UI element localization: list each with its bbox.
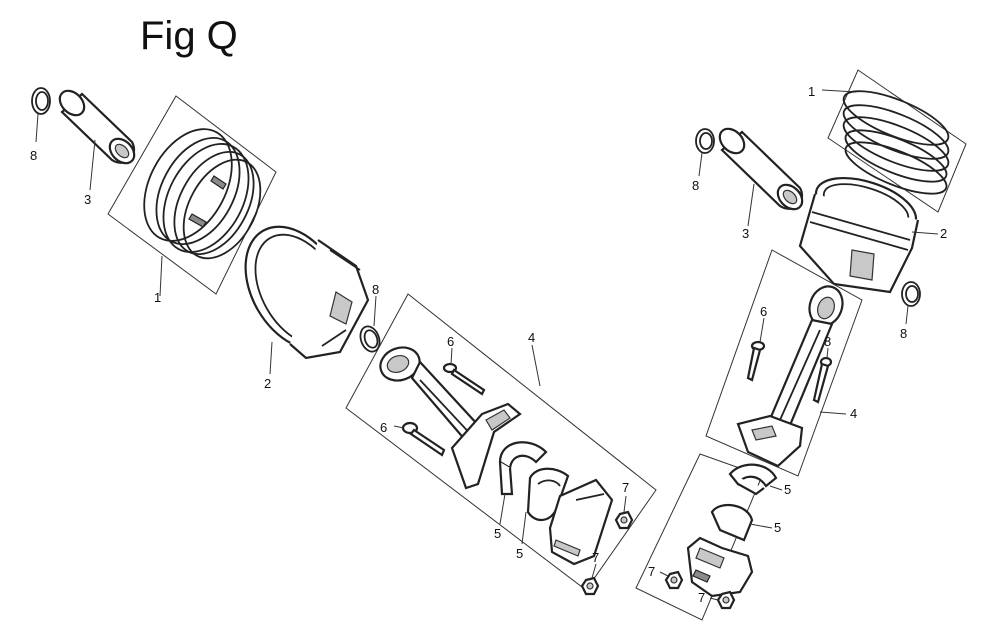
callout-4-left: 4	[528, 330, 535, 345]
callout-6-left-lower: 6	[380, 420, 387, 435]
callout-8-right-mid: 8	[900, 326, 907, 341]
callout-5-right-lower: 5	[774, 520, 781, 535]
callout-8-right-top: 8	[692, 178, 699, 193]
callout-2-right: 2	[940, 226, 947, 241]
callout-7-right-bottom: 7	[698, 590, 705, 605]
piston-part-left	[244, 225, 370, 375]
callout-5-left-lower: 5	[516, 546, 523, 561]
callout-1-left: 1	[154, 290, 161, 305]
figure-title: Fig Q	[140, 14, 238, 58]
connecting-rod-assembly-part-right	[705, 249, 863, 477]
bearing-and-cap-part-right	[635, 453, 783, 621]
callout-4-right: 4	[850, 406, 857, 421]
callout-7-left-lower: 7	[592, 550, 599, 565]
callout-5-right-upper: 5	[784, 482, 791, 497]
piston-ring-set-part-right	[821, 69, 967, 213]
callout-7-left-upper: 7	[622, 480, 629, 495]
snap-ring-part-right-mid	[901, 281, 921, 325]
callout-2-left: 2	[264, 376, 271, 391]
connecting-rod-assembly-part-left	[345, 293, 657, 596]
callout-6-right: 6	[760, 304, 767, 319]
callout-8-right-rod: 8	[824, 334, 831, 349]
callout-7-right-left: 7	[648, 564, 655, 579]
piston-pin-part-left	[58, 89, 136, 191]
callout-3-right: 3	[742, 226, 749, 241]
piston-part-right	[798, 176, 939, 294]
snap-ring-part-left-mid	[359, 295, 381, 353]
callout-5-left-upper: 5	[494, 526, 501, 541]
callout-1-right: 1	[808, 84, 815, 99]
snap-ring-part-right-top	[695, 128, 715, 177]
piston-ring-set-part-left	[107, 95, 277, 297]
callout-6-left-upper: 6	[447, 334, 454, 349]
snap-ring-part-left-top	[31, 87, 51, 143]
callout-8-left-mid: 8	[372, 282, 379, 297]
piston-pin-part-right	[718, 127, 804, 227]
callout-8-left-top: 8	[30, 148, 37, 163]
callout-3-left: 3	[84, 192, 91, 207]
